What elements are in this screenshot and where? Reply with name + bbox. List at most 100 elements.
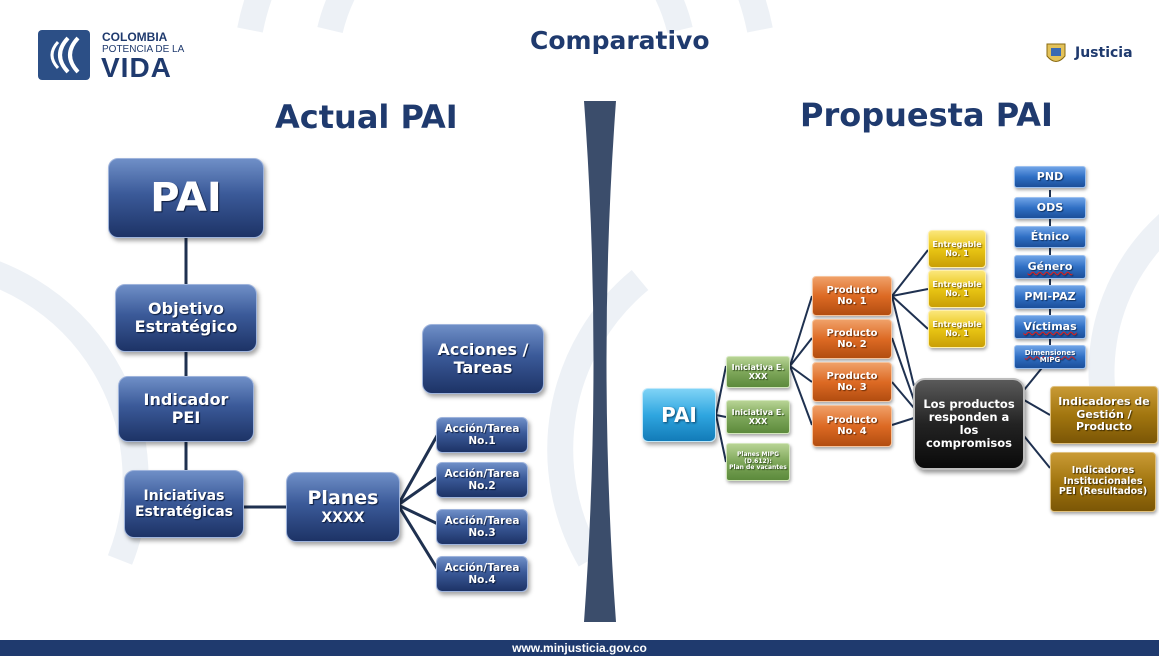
acciones-header-line2: Tareas xyxy=(453,358,513,377)
objetivo-line2: Estratégico xyxy=(134,317,238,336)
commitments-box: Los productos responden a los compromiso… xyxy=(913,378,1025,470)
alignment-genero: Género xyxy=(1014,255,1086,279)
footer-url[interactable]: www.minjusticia.gov.co xyxy=(512,641,647,655)
accion-3-line2: No.3 xyxy=(468,527,496,539)
commitments-line3: los xyxy=(959,423,979,437)
alignment-pmi-paz: PMI-PAZ xyxy=(1014,285,1086,309)
alignment-etnico-label: Étnico xyxy=(1030,229,1070,243)
planes-box: Planes XXXX xyxy=(286,472,400,542)
alignment-pnd-label: PND xyxy=(1036,169,1064,183)
left-pai-label: PAI xyxy=(150,175,222,221)
accion-box-3: Acción/Tarea No.3 xyxy=(436,509,528,545)
accion-3-line1: Acción/Tarea xyxy=(444,514,520,527)
logo-line3: VIDA xyxy=(101,52,172,83)
entregable-box-3: Entregable No. 1 xyxy=(928,310,986,348)
iniciativa-box-2: Iniciativa E. XXX xyxy=(726,400,790,434)
indicadores-gestion-box: Indicadores de Gestión / Producto xyxy=(1050,386,1158,444)
alignment-victimas: Víctimas xyxy=(1014,315,1086,339)
producto-box-1: Producto No. 1 xyxy=(812,276,892,316)
producto-3-line2: No. 3 xyxy=(837,382,867,393)
planes-mipg-box: Planes MIPG (D.612): Plan de vacantes xyxy=(726,443,790,481)
alignment-pnd: PND xyxy=(1014,166,1086,188)
logo-line2: POTENCIA DE LA xyxy=(102,44,185,55)
producto-box-2: Producto No. 2 xyxy=(812,319,892,359)
logo-mark-icon xyxy=(38,30,90,80)
dimensiones-line2: MIPG xyxy=(1039,356,1061,364)
accion-box-4: Acción/Tarea No.4 xyxy=(436,556,528,592)
dimensiones-mipg-box: Dimensiones MIPG xyxy=(1014,345,1086,369)
accion-1-line2: No.1 xyxy=(468,435,496,447)
iniciativas-line1: Iniciativas xyxy=(143,487,225,504)
footer-bar: www.minjusticia.gov.co xyxy=(0,640,1159,656)
logo-line1: COLOMBIA xyxy=(102,30,168,44)
indicadores-gestion-line1: Indicadores de xyxy=(1058,395,1150,409)
left-heading: Actual PAI xyxy=(275,98,458,136)
planes-mipg-line3: Plan de vacantes xyxy=(729,464,787,472)
commitments-line2: responden a xyxy=(928,409,1010,424)
alignment-etnico: Étnico xyxy=(1014,226,1086,248)
accion-box-1: Acción/Tarea No.1 xyxy=(436,417,528,453)
accion-1-line1: Acción/Tarea xyxy=(444,422,520,435)
slide-title: Comparativo xyxy=(530,26,710,55)
iniciativa-1-line2: XXX xyxy=(748,372,768,381)
indicador-box: Indicador PEI xyxy=(118,376,254,442)
producto-box-3: Producto No. 3 xyxy=(812,362,892,402)
entregable-3-line1: Entregable xyxy=(932,319,982,329)
entregable-1-line2: No. 1 xyxy=(945,249,969,258)
alignment-ods: ODS xyxy=(1014,197,1086,219)
producto-2-line1: Producto xyxy=(826,327,878,339)
right-heading: Propuesta PAI xyxy=(800,96,1053,134)
colombia-logo: COLOMBIA POTENCIA DE LA VIDA xyxy=(38,28,198,84)
accion-box-2: Acción/Tarea No.2 xyxy=(436,462,528,498)
indicadores-gestion-line3: Producto xyxy=(1075,420,1133,434)
indicadores-inst-box: Indicadores Institucionales PEI (Resulta… xyxy=(1050,452,1156,512)
producto-1-line2: No. 1 xyxy=(837,296,867,307)
entregable-2-line1: Entregable xyxy=(932,279,982,289)
indicador-line2: PEI xyxy=(171,408,201,427)
coat-of-arms-icon xyxy=(1046,43,1066,62)
producto-4-line2: No. 4 xyxy=(837,426,867,437)
accion-2-line1: Acción/Tarea xyxy=(444,467,520,480)
logo-swoosh-icon xyxy=(50,36,80,74)
accion-4-line1: Acción/Tarea xyxy=(444,561,520,574)
entregable-box-2: Entregable No. 1 xyxy=(928,270,986,308)
objetivo-box: Objetivo Estratégico xyxy=(115,284,257,352)
acciones-header-box: Acciones / Tareas xyxy=(422,324,544,394)
justicia-logo: Justicia xyxy=(1043,40,1143,70)
indicadores-inst-line1: Indicadores xyxy=(1071,464,1135,476)
indicadores-inst-line2: Institucionales xyxy=(1063,475,1143,487)
iniciativa-2-line1: Iniciativa E. xyxy=(731,407,785,417)
alignment-ods-label: ODS xyxy=(1036,200,1064,214)
producto-4-line1: Producto xyxy=(826,414,878,426)
indicadores-inst-line3: PEI (Resultados) xyxy=(1058,486,1148,498)
planes-mipg-line2: (D.612): xyxy=(744,457,772,465)
iniciativas-line2: Estratégicas xyxy=(134,504,234,520)
planes-line2: XXXX xyxy=(321,509,365,526)
entregable-2-line2: No. 1 xyxy=(945,289,969,298)
alignment-victimas-label: Víctimas xyxy=(1023,319,1077,333)
accion-2-line2: No.2 xyxy=(468,480,496,492)
alignment-pmi-paz-label: PMI-PAZ xyxy=(1024,289,1076,303)
right-pai-label: PAI xyxy=(661,402,697,427)
commitments-line1: Los productos xyxy=(923,396,1015,411)
accion-4-line2: No.4 xyxy=(468,574,496,586)
ministry-name: Justicia xyxy=(1075,45,1133,61)
alignment-genero-label: Género xyxy=(1027,259,1073,273)
right-pai-box: PAI xyxy=(642,388,716,442)
iniciativas-box: Iniciativas Estratégicas xyxy=(124,470,244,538)
iniciativa-box-1: Iniciativa E. XXX xyxy=(726,356,790,388)
producto-box-4: Producto No. 4 xyxy=(812,405,892,447)
dimensiones-line1: Dimensiones xyxy=(1024,348,1076,357)
left-pai-box: PAI xyxy=(108,158,264,238)
planes-mipg-line1: Planes MIPG xyxy=(736,451,780,459)
entregable-1-line1: Entregable xyxy=(932,239,982,249)
entregable-box-1: Entregable No. 1 xyxy=(928,230,986,268)
indicador-line1: Indicador xyxy=(143,389,229,409)
objetivo-line1: Objetivo xyxy=(148,298,224,318)
planes-line1: Planes xyxy=(307,487,379,510)
commitments-line4: compromisos xyxy=(925,436,1013,451)
entregable-3-line2: No. 1 xyxy=(945,329,969,338)
iniciativa-1-line1: Iniciativa E. xyxy=(731,362,785,372)
iniciativa-2-line2: XXX xyxy=(748,417,768,426)
